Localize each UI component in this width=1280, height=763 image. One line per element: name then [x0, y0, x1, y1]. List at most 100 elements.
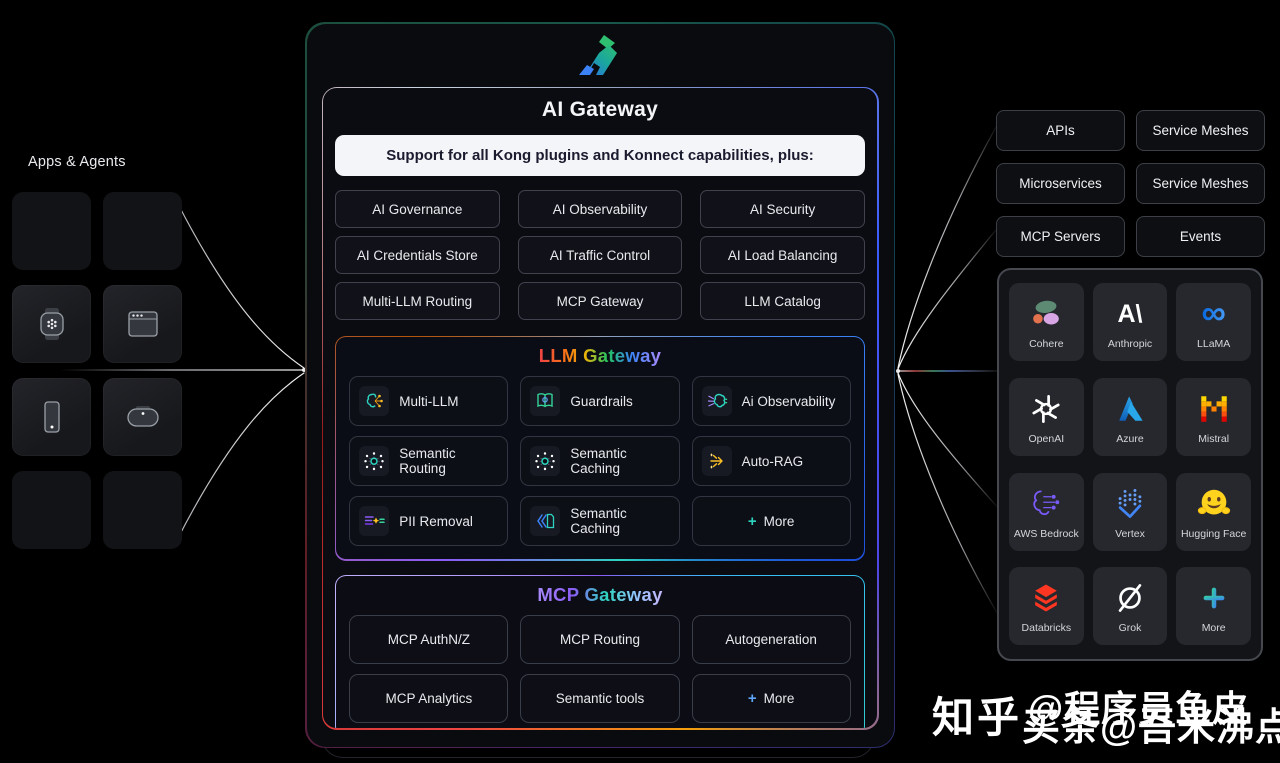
- ai-capability-grid: AI Governance AI Observability AI Securi…: [335, 190, 865, 320]
- app-tile-empty: [103, 471, 182, 549]
- node-label: PII Removal: [399, 513, 473, 529]
- gateway-panel: AI Gateway Support for all Kong plugins …: [305, 22, 895, 748]
- smartwatch-icon: [39, 308, 64, 340]
- node-label: Auto-RAG: [741, 453, 804, 469]
- watermark-handle-bottom: 买条@吾米沸点: [1022, 707, 1280, 749]
- node-ai-observability: AI Observability: [517, 190, 683, 228]
- azure-logo-icon: [1112, 389, 1148, 429]
- vertex-logo-icon: [1112, 484, 1148, 524]
- plus-icon: +: [747, 512, 757, 530]
- node-apis: APIs: [996, 110, 1125, 151]
- app-tile-empty: [103, 192, 182, 270]
- node-pii-removal: PII Removal: [349, 496, 509, 547]
- provider-databricks: Databricks: [1009, 567, 1084, 646]
- llm-gateway-title: LLM Gateway: [539, 337, 662, 376]
- mcp-feature-grid: MCP AuthN/Z MCP Routing Autogeneration M…: [349, 614, 851, 723]
- provider-label: Mistral: [1198, 432, 1230, 445]
- meta-infinity-logo-icon: ∞: [1201, 294, 1226, 333]
- databricks-logo-icon: [1028, 578, 1064, 618]
- provider-label: Cohere: [1029, 338, 1064, 350]
- provider-label: Grok: [1118, 622, 1142, 635]
- hugging-face-logo-icon: [1195, 484, 1233, 524]
- app-tile-smartwatch: [12, 285, 91, 363]
- cohere-logo-icon: [1027, 294, 1065, 334]
- node-label: Multi-LLM: [399, 393, 459, 409]
- app-tile-smartphone: [12, 378, 91, 456]
- node-semantic-tools: Semantic tools: [520, 673, 680, 723]
- provider-label: Vertex: [1115, 527, 1145, 540]
- node-mcp-analytics: MCP Analytics: [349, 673, 509, 723]
- ai-gateway-container: AI Gateway Support for all Kong plugins …: [321, 86, 879, 730]
- apps-agents-grid: [12, 192, 182, 549]
- node-llm-more: + More: [691, 496, 851, 547]
- app-tile-browser: [103, 285, 182, 363]
- node-ai-governance: AI Governance: [335, 190, 500, 228]
- ai-gateway-title: AI Gateway: [541, 98, 659, 121]
- arrow-right-curve-2: [897, 224, 1001, 370]
- provider-label: Anthropic: [1107, 338, 1153, 350]
- watermark-zhihu: 知乎: [932, 694, 1023, 741]
- provider-label: Azure: [1116, 432, 1144, 445]
- arrow-left-bottom-curve: [176, 372, 305, 541]
- provider-anthropic: A\ Anthropic: [1092, 283, 1168, 361]
- anthropic-logo-icon: A\: [1117, 299, 1143, 328]
- provider-aws-bedrock: AWS Bedrock: [1009, 472, 1084, 551]
- provider-label: LLaMA: [1197, 338, 1231, 350]
- provider-cohere: Cohere: [1009, 283, 1084, 361]
- node-ai-load-balancing: AI Load Balancing: [700, 236, 865, 274]
- plus-icon: +: [747, 689, 757, 707]
- node-mcp-authnz: MCP AuthN/Z: [349, 614, 509, 664]
- mistral-logo-icon: [1197, 389, 1231, 429]
- node-ai-traffic-control: AI Traffic Control: [517, 236, 683, 274]
- provider-more: More: [1176, 567, 1251, 646]
- node-service-meshes-1: Service Meshes: [1136, 110, 1265, 151]
- app-tile-empty: [12, 471, 91, 549]
- node-guardrails: Guardrails: [520, 376, 680, 427]
- browser-window-icon: [127, 311, 158, 337]
- node-autogeneration: Autogeneration: [691, 614, 851, 664]
- llm-provider-panel: Cohere A\ Anthropic ∞ LLaMA: [997, 268, 1263, 661]
- arrow-right-curve-3: [897, 372, 1001, 511]
- mcp-gateway-box: MCP Gateway MCP AuthN/Z MCP Routing Auto…: [335, 574, 865, 728]
- semantic-network-icon: [530, 446, 561, 477]
- provider-label: OpenAI: [1028, 432, 1065, 445]
- node-ai-security: AI Security: [700, 190, 865, 228]
- upstream-grid: APIs Service Meshes Microservices Servic…: [996, 110, 1265, 257]
- llm-feature-grid: Multi-LLM: [349, 376, 851, 547]
- provider-azure: Azure: [1092, 377, 1168, 456]
- node-multi-llm-routing: Multi-LLM Routing: [335, 282, 500, 320]
- earbuds-case-icon: [126, 406, 159, 427]
- node-label: Semantic Routing: [399, 446, 456, 477]
- node-label: More: [763, 513, 795, 529]
- mcp-gateway-title: MCP Gateway: [537, 576, 662, 615]
- arrow-right-curve-4: [897, 373, 1001, 619]
- node-auto-rag: Auto-RAG: [691, 436, 851, 487]
- node-multi-llm: Multi-LLM: [349, 376, 509, 427]
- aws-bedrock-logo-icon: [1028, 484, 1064, 524]
- provider-label: AWS Bedrock: [1013, 527, 1079, 540]
- node-semantic-caching: Semantic Caching: [520, 436, 680, 487]
- app-tile-empty: [12, 192, 91, 270]
- provider-llama: ∞ LLaMA: [1176, 283, 1251, 361]
- guardrails-book-icon: [530, 386, 561, 417]
- node-mcp-more: + More: [691, 673, 851, 723]
- provider-vertex: Vertex: [1092, 472, 1168, 551]
- semantic-cache-icon: [530, 506, 561, 537]
- node-semantic-caching-2: Semantic Caching: [520, 496, 680, 547]
- node-events: Events: [1136, 216, 1265, 257]
- provider-mistral: Mistral: [1176, 377, 1251, 456]
- node-semantic-routing: Semantic Routing: [349, 436, 509, 487]
- semantic-network-icon: [359, 446, 390, 477]
- brain-network-icon: [359, 386, 390, 417]
- provider-grok: Grok: [1092, 567, 1168, 646]
- provider-label: Hugging Face: [1180, 527, 1247, 540]
- arrow-right-curve-1: [897, 119, 1001, 369]
- node-label: Semantic Caching: [570, 506, 627, 537]
- auto-rag-icon: [701, 446, 732, 477]
- node-microservices: Microservices: [996, 163, 1125, 204]
- node-ai-credentials-store: AI Credentials Store: [335, 236, 500, 274]
- apps-agents-label: Apps & Agents: [28, 154, 126, 170]
- node-llm-catalog: LLM Catalog: [700, 282, 865, 320]
- watermark-handle-top: @程序员鱼皮: [1028, 688, 1250, 729]
- plus-icon: [1198, 578, 1230, 618]
